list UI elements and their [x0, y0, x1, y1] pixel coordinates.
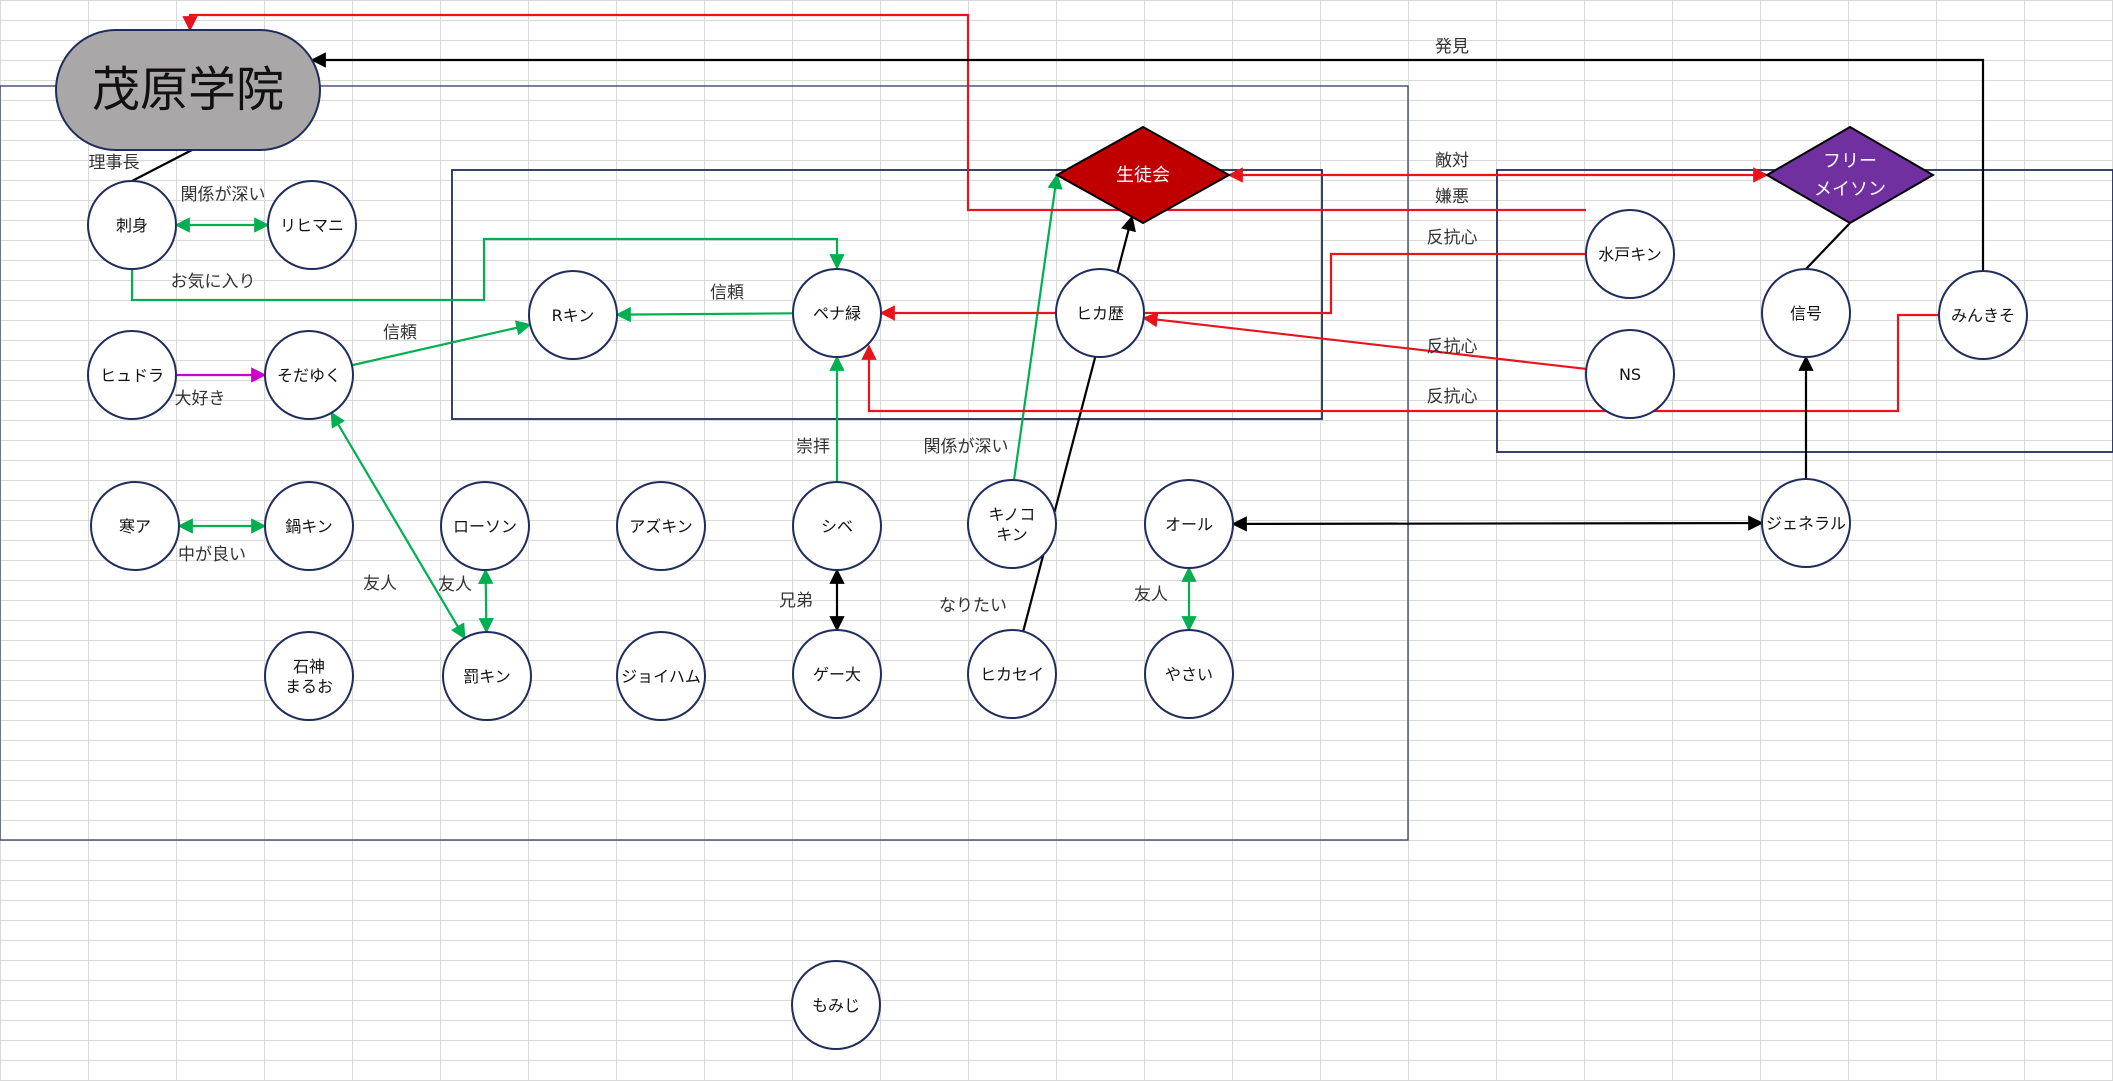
edge-label-kankei1: 関係が深い — [181, 185, 266, 205]
council-region-frame — [451, 169, 1323, 420]
edge-label-kyodai: 兄弟 — [779, 591, 813, 611]
edge-penaroku-to-rkin — [615, 306, 794, 323]
freemason-label: メイソン — [1814, 179, 1886, 200]
edge-label-yujin1: 友人 — [363, 574, 397, 594]
node-label-momiji: もみじ — [812, 996, 860, 1015]
node-label-gedai: ゲー大 — [813, 665, 861, 684]
edge-label-tekitai: 敵対 — [1435, 151, 1469, 171]
edge-minkiso-to-title — [310, 52, 1985, 271]
node-label-mitokin: 水戸キン — [1598, 245, 1662, 264]
node-joihamu[interactable]: ジョイハム — [616, 631, 706, 721]
node-label-rkin: Rキン — [552, 306, 595, 325]
node-nabekin[interactable]: 鍋キン — [264, 481, 354, 571]
school-title-label: 茂原学院 — [92, 62, 284, 118]
node-label-joihamu: ジョイハム — [621, 667, 701, 686]
node-label-hikasei: ヒカセイ — [980, 665, 1044, 684]
node-sashimi[interactable]: 刺身 — [87, 180, 177, 270]
edge-label-kankei2: 関係が深い — [924, 437, 1009, 457]
node-minkiso[interactable]: みんきそ — [1938, 270, 2028, 360]
edge-label-hankoushin3: 反抗心 — [1427, 387, 1478, 407]
council-diamond-node[interactable]: 生徒会 — [1054, 125, 1232, 225]
node-label-general: ジェネラル — [1766, 514, 1846, 533]
node-lawson[interactable]: ローソン — [440, 481, 530, 571]
node-hikareki[interactable]: ヒカ歴 — [1055, 268, 1145, 358]
node-momiji[interactable]: もみじ — [791, 960, 881, 1050]
node-hyudora[interactable]: ヒュドラ — [87, 330, 177, 420]
edge-hikareki-to-mitokin — [1144, 252, 1586, 315]
edge-label-yujin2: 友人 — [438, 575, 472, 595]
edge-freemason-to-shingo — [1805, 222, 1851, 270]
node-rihimani[interactable]: リヒマニ — [267, 180, 357, 270]
node-yasai[interactable]: やさい — [1144, 629, 1234, 719]
edge-label-shinrai2: 信頼 — [710, 283, 744, 303]
node-azukin[interactable]: アズキン — [616, 481, 706, 571]
edge-label-daisuki: 大好き — [175, 389, 226, 409]
edge-oru-to-general — [1231, 515, 1764, 532]
edge-sashimi-to-penaroku — [130, 237, 845, 302]
node-label-kinoko: キン — [996, 525, 1028, 544]
edge-minkiso-to-penaroku — [861, 313, 1939, 413]
edge-label-naritai: なりたい — [939, 596, 1007, 616]
edge-label-rijicho: 理事長 — [89, 153, 140, 173]
node-label-ishigami: まるお — [285, 677, 333, 696]
node-sodayuku[interactable]: そだゆく — [264, 330, 354, 420]
node-label-shibe: シベ — [821, 517, 853, 536]
freemason-label: フリー — [1823, 151, 1877, 172]
node-ns[interactable]: NS — [1585, 329, 1675, 419]
node-label-ns: NS — [1619, 365, 1641, 384]
node-label-ishigami: 石神 — [293, 657, 325, 676]
node-rkin[interactable]: Rキン — [528, 270, 618, 360]
edge-sodayuku-to-batsukin — [330, 411, 466, 640]
edge-label-hakken: 発見 — [1435, 37, 1469, 57]
node-label-batsukin: 罰キン — [463, 667, 511, 686]
edge-label-hankoushin2: 反抗心 — [1427, 337, 1478, 357]
node-label-hyudora: ヒュドラ — [100, 366, 164, 385]
node-label-sashimi: 刺身 — [116, 216, 148, 235]
edge-label-shinrai1: 信頼 — [383, 323, 417, 343]
node-shibe[interactable]: シベ — [792, 481, 882, 571]
edge-label-hankoushin1: 反抗心 — [1427, 228, 1478, 248]
node-label-lawson: ローソン — [453, 517, 517, 536]
node-shingo[interactable]: 信号 — [1761, 268, 1851, 358]
node-label-azukin: アズキン — [629, 517, 693, 536]
node-label-oru: オール — [1165, 515, 1213, 534]
edge-mitokin-to-title — [182, 13, 1586, 212]
node-label-penaroku: ペナ緑 — [813, 304, 861, 323]
edge-lawson-to-batsukin — [478, 568, 494, 634]
node-label-rihimani: リヒマニ — [280, 216, 344, 235]
council-label: 生徒会 — [1116, 165, 1170, 186]
edge-ns-to-hikareki — [1142, 311, 1587, 371]
node-label-kinoko: キノコ — [989, 505, 1036, 524]
edge-label-okiniiri: お気に入り — [171, 272, 256, 292]
node-label-kana: 寒ア — [119, 517, 151, 536]
node-general[interactable]: ジェネラル — [1761, 478, 1851, 568]
node-mitokin[interactable]: 水戸キン — [1585, 209, 1675, 299]
node-kana[interactable]: 寒ア — [90, 481, 180, 571]
edge-kinoko-to-council — [1012, 173, 1063, 481]
edge-label-keno: 嫌悪 — [1435, 187, 1469, 207]
node-penaroku[interactable]: ペナ緑 — [792, 268, 882, 358]
node-batsukin[interactable]: 罰キン — [442, 631, 532, 721]
node-label-shingo: 信号 — [1790, 304, 1822, 323]
node-label-sodayuku: そだゆく — [277, 366, 341, 385]
edge-sodayuku-to-rkin — [351, 320, 532, 367]
node-oru[interactable]: オール — [1144, 479, 1234, 569]
node-gedai[interactable]: ゲー大 — [792, 629, 882, 719]
edge-label-yujin3: 友人 — [1134, 585, 1168, 605]
edge-label-suuhai: 崇拝 — [796, 437, 830, 457]
edge-label-nakagayoi: 中が良い — [178, 545, 246, 565]
school-region-frame — [0, 85, 1409, 841]
node-label-minkiso: みんきそ — [1951, 306, 2015, 325]
node-label-hikareki: ヒカ歴 — [1076, 304, 1124, 323]
node-label-yasai: やさい — [1165, 665, 1213, 684]
school-title-node[interactable]: 茂原学院 — [55, 29, 321, 151]
node-label-nabekin: 鍋キン — [285, 517, 333, 536]
edge-title-to-sashimi — [131, 149, 193, 182]
node-hikasei[interactable]: ヒカセイ — [967, 629, 1057, 719]
